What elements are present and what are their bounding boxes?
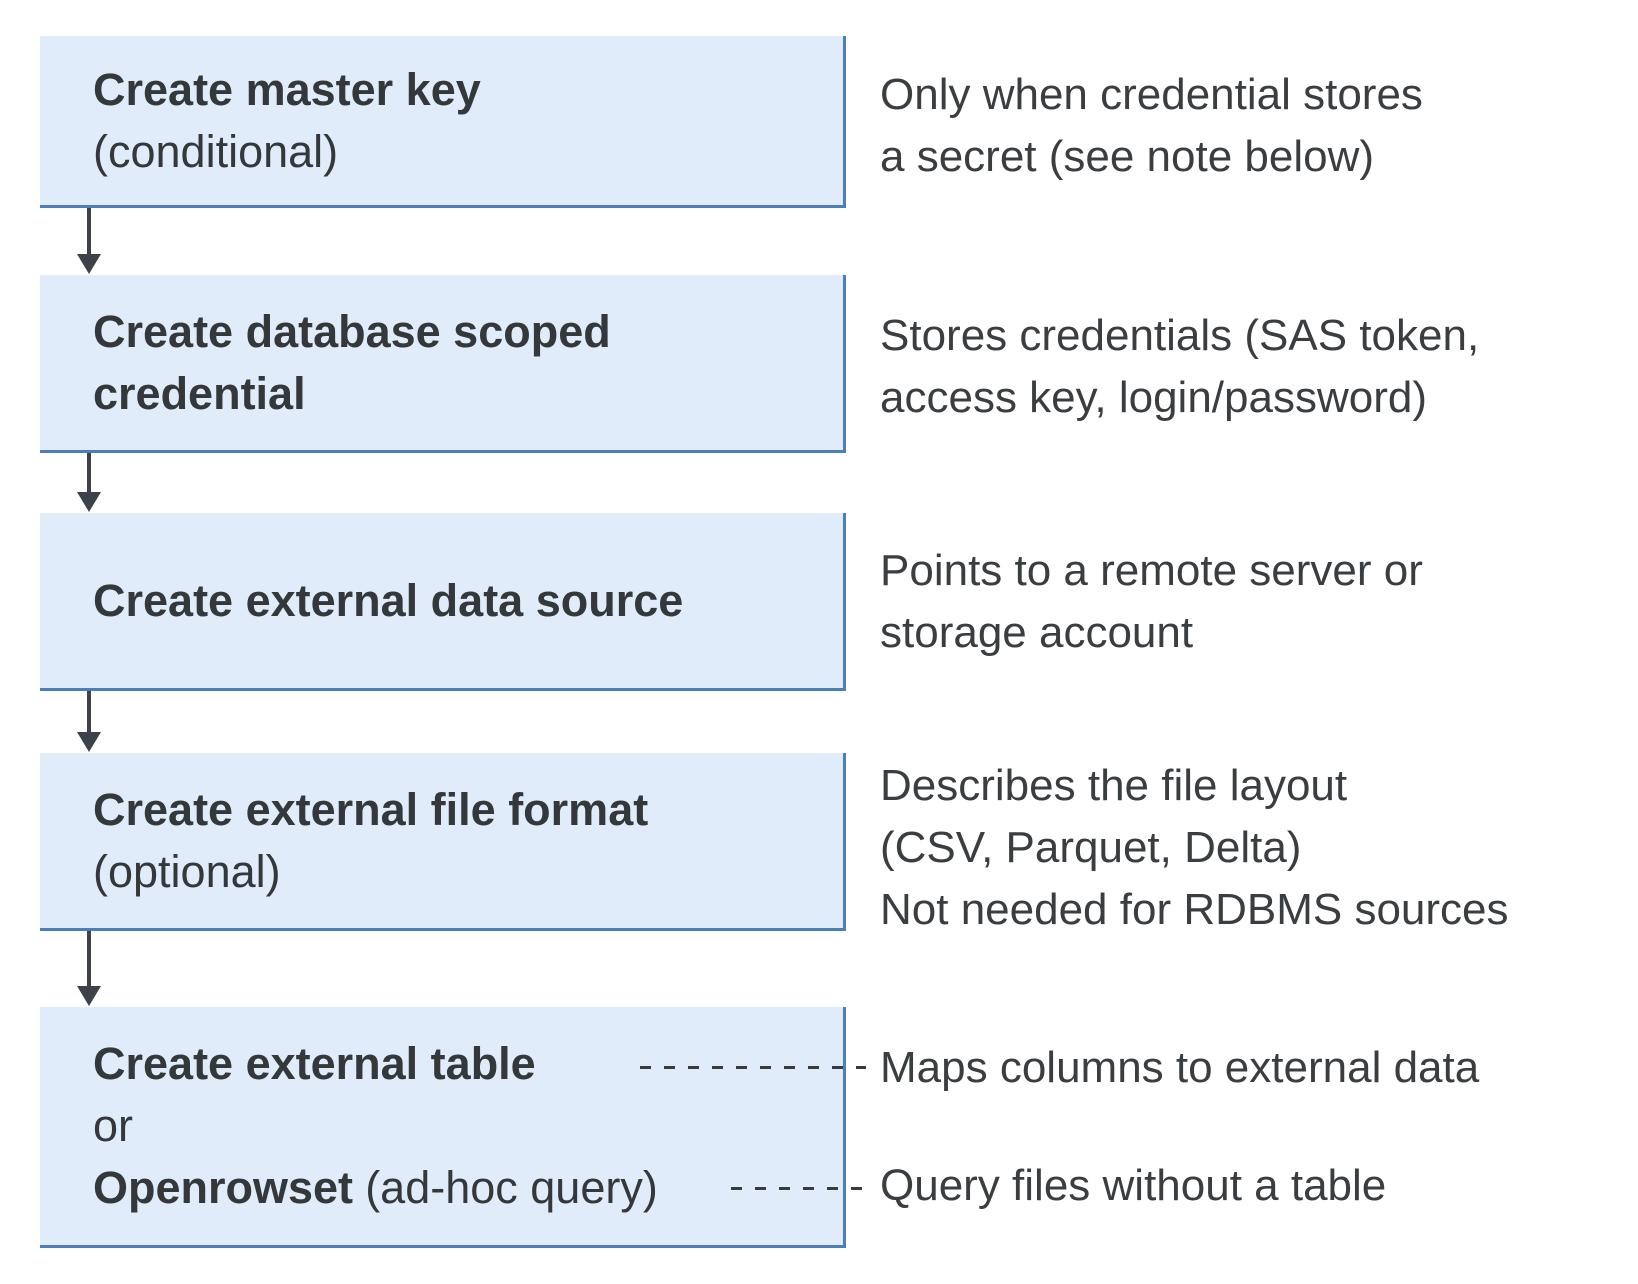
step-title: Create master key: [93, 63, 481, 115]
or-label: or: [93, 1100, 134, 1151]
openrowset-suffix: (ad-hoc query): [365, 1162, 658, 1213]
note-external-data-source: Points to a remote server or storage acc…: [880, 546, 1423, 657]
dashed-connector-external-table: [640, 1066, 866, 1069]
step-title: Create external file format: [93, 783, 649, 835]
note-database-scoped-credential: Stores credentials (SAS token, access ke…: [880, 311, 1480, 422]
flow-arrow-down-icon: [77, 931, 101, 1006]
note-openrowset: Query files without a table: [880, 1161, 1387, 1210]
flow-arrow-down-icon: [77, 691, 101, 752]
step-box-create-external-table-or-openrowset: Create external table or Openrowset(ad-h…: [40, 1007, 846, 1248]
step-subtitle: (conditional): [93, 125, 339, 177]
step-box-create-master-key: Create master key (conditional): [40, 36, 846, 208]
note-master-key: Only when credential stores a secret (se…: [880, 70, 1423, 181]
openrowset-label: Openrowset: [93, 1162, 354, 1213]
step-subtitle: (optional): [93, 845, 281, 897]
step-box-create-database-scoped-credential: Create database scoped credential: [40, 275, 846, 453]
dashed-connector-openrowset: [731, 1187, 866, 1190]
step-title: Create external table: [93, 1038, 536, 1089]
step-box-create-external-file-format: Create external file format (optional): [40, 753, 846, 931]
step-alt-title-line: Openrowset(ad-hoc query): [93, 1157, 843, 1219]
flow-arrow-down-icon: [77, 453, 101, 512]
note-external-table: Maps columns to external data: [880, 1043, 1480, 1092]
flow-arrow-down-icon: [77, 208, 101, 274]
step-box-create-external-data-source: Create external data source: [40, 513, 846, 691]
step-title: Create database scoped credential: [93, 305, 611, 419]
note-external-file-format: Describes the file layout (CSV, Parquet,…: [880, 761, 1509, 934]
step-title: Create external data source: [93, 574, 684, 626]
